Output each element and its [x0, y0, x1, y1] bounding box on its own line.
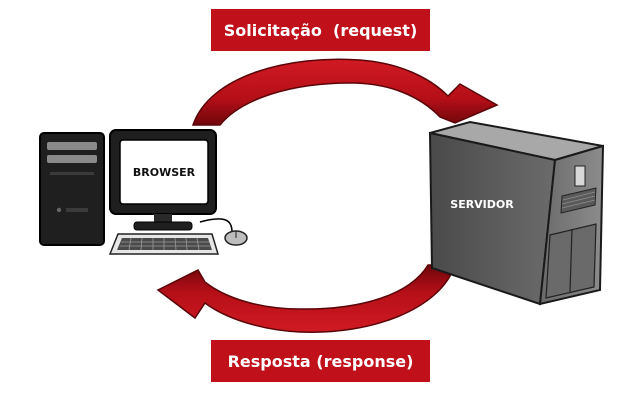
- request-label: Solicitação (request): [211, 9, 430, 51]
- server-front-panel: [545, 165, 597, 299]
- server-label: SERVIDOR: [450, 198, 514, 211]
- computer-tower: [39, 132, 105, 246]
- request-arrow: [191, 58, 499, 126]
- response-arrow: [156, 264, 457, 333]
- monitor: BROWSER: [109, 129, 233, 233]
- response-label: Resposta (response): [211, 340, 430, 382]
- browser-label: BROWSER: [133, 166, 196, 179]
- mouse: [224, 230, 248, 246]
- keyboard: [108, 233, 220, 255]
- client-computer: BROWSER: [39, 129, 248, 255]
- server: SERVIDOR: [428, 120, 605, 306]
